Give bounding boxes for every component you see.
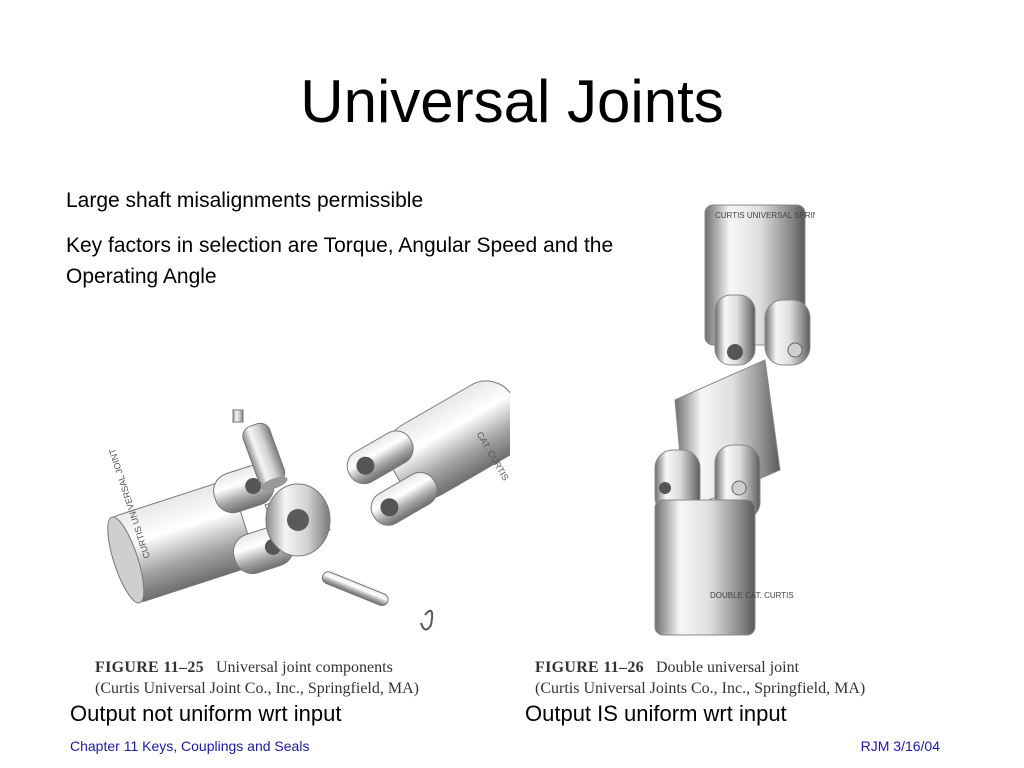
long-pin [321,571,389,607]
footer-author-date: RJM 3/16/04 [860,738,940,754]
footer-chapter: Chapter 11 Keys, Couplings and Seals [70,738,310,754]
universal-joint-components-illustration: CURTIS UNIVERSAL JOINT CAT. CURTIS [107,380,510,631]
double-universal-joint-illustration: CURTIS UNIVERSAL SPRINGFIELD MANUFACT DO… [654,204,815,636]
needle-pin-small [232,409,244,423]
figure-11-25-credit: (Curtis Universal Joint Co., Inc., Sprin… [95,680,419,697]
center-block [264,483,331,557]
figure-11-25-title: Universal joint components [215,659,393,676]
bottom-shaft [654,499,756,636]
bullet-key-factors: Key factors in selection are Torque, Ang… [66,234,614,288]
top-engraving: CURTIS UNIVERSAL SPRINGFIELD MANUFACT [715,211,815,220]
cross-pin [242,422,288,491]
right-yoke: CAT. CURTIS [346,380,510,526]
figure-11-26-credit: (Curtis Universal Joints Co., Inc., Spri… [535,680,866,697]
bottom-engraving: DOUBLE CAT. CURTIS [710,591,794,600]
note-output-not-uniform: Output not uniform wrt input [70,701,342,726]
figure-11-25-number: FIGURE 11–25 [95,659,204,676]
figure-11-26-caption: FIGURE 11–26 Double universal joint (Cur… [535,657,865,699]
figure-11-26-title: Double universal joint [655,659,800,676]
bullet-misalignment: Large shaft misalignments permissible [66,189,424,212]
slide-title: Universal Joints [300,68,724,135]
retaining-clip [420,609,434,631]
figure-11-26-number: FIGURE 11–26 [535,659,644,676]
note-output-uniform: Output IS uniform wrt input [525,701,787,726]
figure-11-25-caption: FIGURE 11–25 Universal joint components … [95,657,419,699]
